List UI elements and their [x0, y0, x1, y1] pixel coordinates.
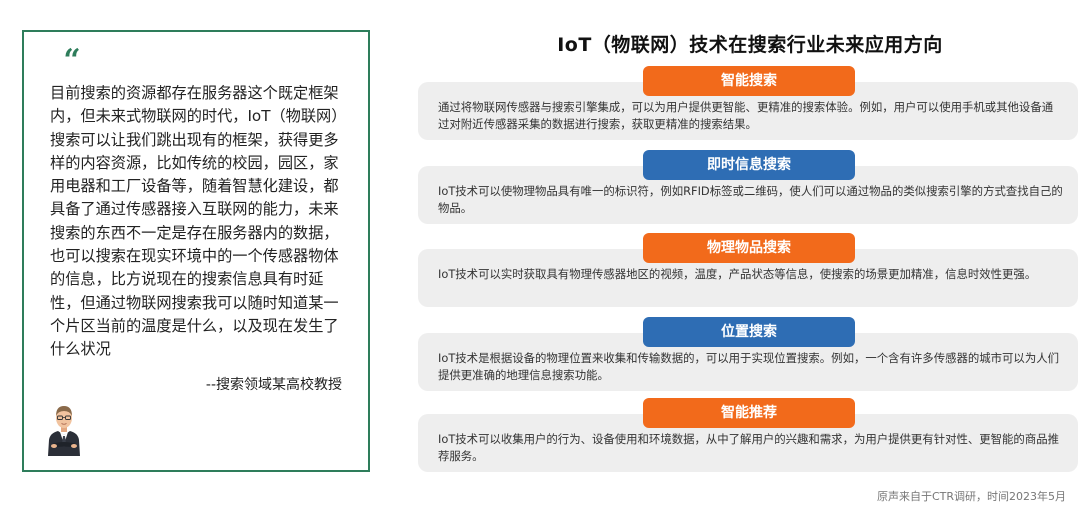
professor-avatar-icon	[48, 406, 80, 456]
section-physical-object-search: IoT技术可以实时获取具有物理传感器地区的视频，温度，产品状态等信息，使搜索的场…	[418, 233, 1078, 309]
section-realtime-search: IoT技术可以使物理物品具有唯一的标识符，例如RFID标签或二维码，使人们可以通…	[418, 150, 1078, 226]
section-tag-realtime-search: 即时信息搜索	[643, 150, 855, 180]
section-description: 通过将物联网传感器与搜索引擎集成，可以为用户提供更智能、更精准的搜索体验。例如，…	[418, 82, 1078, 140]
section-smart-search: 通过将物联网传感器与搜索引擎集成，可以为用户提供更智能、更精准的搜索体验。例如，…	[418, 66, 1078, 142]
page-title: IoT（物联网）技术在搜索行业未来应用方向	[557, 34, 943, 56]
quote-mark-icon: “	[48, 46, 94, 76]
section-location-search: IoT技术是根据设备的物理位置来收集和传输数据的，可以用于实现位置搜索。例如，一…	[418, 317, 1078, 393]
quote-source: --搜索领域某高校教授	[205, 377, 342, 393]
quote-text: 目前搜索的资源都存在服务器这个既定框架内，但未来式物联网的时代，IoT（物联网）…	[50, 84, 347, 359]
section-tag-physical-object-search: 物理物品搜索	[643, 233, 855, 263]
quote-card: “ 目前搜索的资源都存在服务器这个既定框架内，但未来式物联网的时代，IoT（物联…	[22, 30, 370, 472]
section-smart-recommendation: IoT技术可以收集用户的行为、设备使用和环境数据，从中了解用户的兴趣和需求，为用…	[418, 398, 1078, 474]
section-tag-smart-recommendation: 智能推荐	[643, 398, 855, 428]
section-tag-smart-search: 智能搜索	[643, 66, 855, 96]
source-footnote: 原声来自于CTR调研，时间2023年5月	[876, 490, 1066, 503]
section-tag-location-search: 位置搜索	[643, 317, 855, 347]
